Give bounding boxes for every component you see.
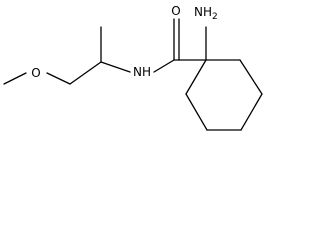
bond-amide-nitrogen-carbonyl xyxy=(153,59,175,73)
amine-label-main: NH xyxy=(194,5,212,19)
amide-nitrogen-label: NH xyxy=(133,65,151,79)
ring-bond-2 xyxy=(239,59,263,95)
carbonyl-oxygen-label: O xyxy=(171,4,180,18)
bond-methylene-methine xyxy=(69,61,102,85)
chemical-structure: O NH O NH2 xyxy=(3,4,263,131)
bond-methine-amide-nitrogen xyxy=(100,61,131,73)
ether-oxygen-label: O xyxy=(31,66,40,80)
amine-label: NH2 xyxy=(194,5,218,22)
bond-ether-oxygen-methylene xyxy=(46,72,71,85)
bond-methyl-ether-oxygen xyxy=(3,72,27,85)
ring-bond-6 xyxy=(185,59,207,95)
ring-bond-5 xyxy=(185,93,208,131)
amine-label-subscript: 2 xyxy=(212,12,218,22)
ring-bond-3 xyxy=(240,93,263,131)
